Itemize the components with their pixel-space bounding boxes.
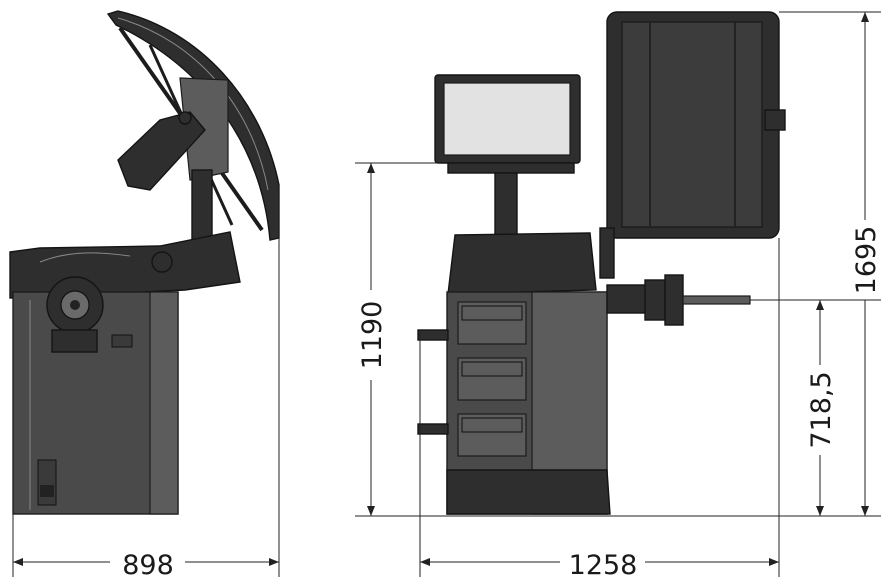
- dim-side-width: 898: [122, 550, 174, 577]
- dim-height-total: 1695: [851, 226, 881, 295]
- front-view: [417, 11, 786, 515]
- front-drawers: [457, 301, 527, 457]
- dim-height-table: 1190: [357, 301, 388, 370]
- dim-front-width: 1258: [569, 550, 638, 577]
- side-pillar: [191, 169, 213, 241]
- side-label-plate: [111, 334, 133, 348]
- front-wheel-guard: [599, 11, 786, 279]
- front-top-console: [447, 232, 597, 295]
- dim-height-shaft: 718,5: [806, 371, 837, 448]
- side-wheel-guard: [106, 10, 280, 241]
- side-view: [9, 10, 280, 515]
- front-monitor: [434, 74, 581, 236]
- side-top-console: [9, 231, 241, 299]
- dimension-lines: [12, 11, 881, 577]
- front-shaft: [606, 274, 751, 326]
- side-power-socket: [37, 459, 57, 506]
